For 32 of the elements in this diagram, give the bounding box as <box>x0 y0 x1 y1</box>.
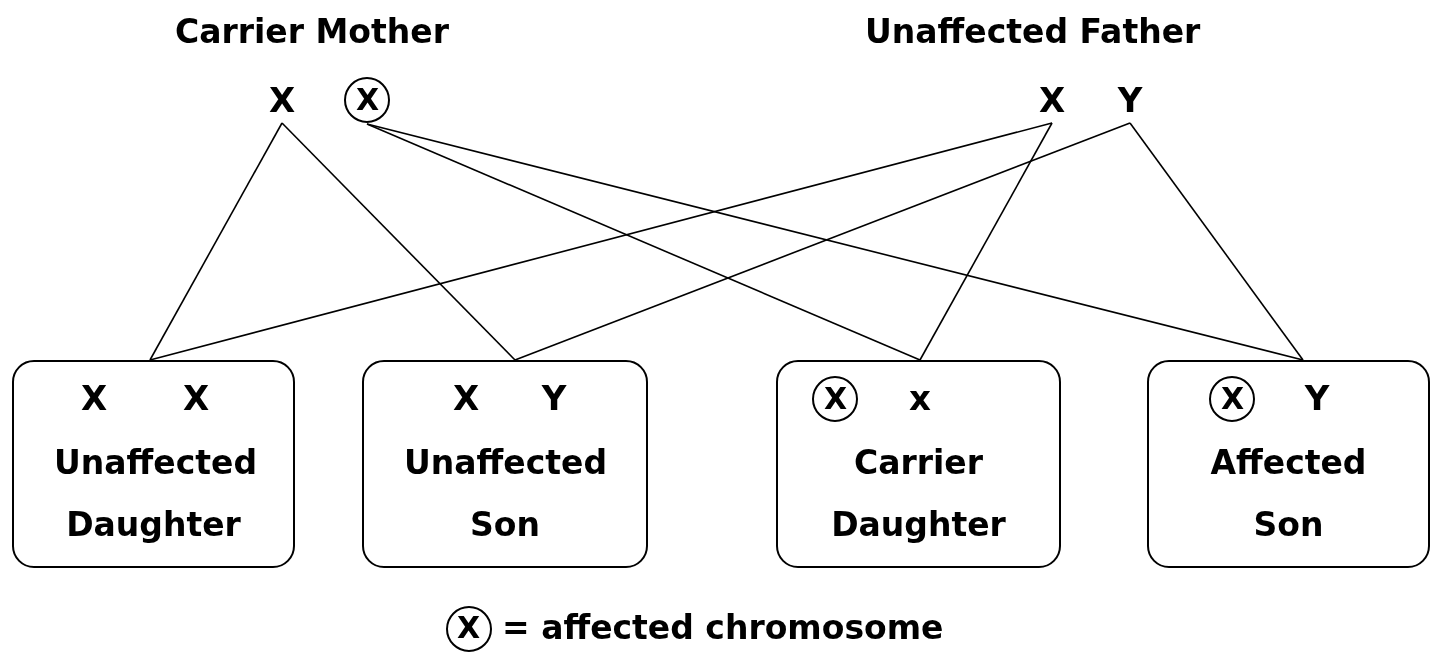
chromosome-label: X <box>72 376 116 420</box>
chromosome-label: X <box>444 376 488 420</box>
inheritance-line <box>366 123 1304 361</box>
offspring-label: Unaffected Son <box>404 442 606 546</box>
offspring-box <box>776 360 1061 568</box>
offspring-box <box>12 360 295 568</box>
chromosome-label: X <box>455 609 482 647</box>
offspring-box <box>1147 360 1430 568</box>
inheritance-line <box>149 122 283 361</box>
inheritance-line <box>919 122 1053 361</box>
parent-label: Carrier Mother <box>175 12 449 51</box>
chromosome-label: X <box>346 79 389 120</box>
offspring-box <box>362 360 648 568</box>
chromosome-label: x <box>898 376 942 420</box>
chromosome-label: X <box>260 78 304 122</box>
chromosome-label: Y <box>532 376 576 420</box>
chromosome-label: Y <box>1108 78 1152 122</box>
offspring-label: Carrier Daughter <box>830 442 1007 546</box>
chromosome-label: Y <box>1295 376 1339 420</box>
chromosome-label: X <box>814 378 857 419</box>
offspring-label: Affected Son <box>1209 442 1368 546</box>
parent-label: Unaffected Father <box>865 12 1201 51</box>
inheritance-line <box>514 122 1131 361</box>
chromosome-label: X <box>1211 378 1254 419</box>
offspring-label: Unaffected Daughter <box>54 442 253 546</box>
legend-text: = affected chromosome <box>502 608 944 647</box>
chromosome-label: X <box>1030 78 1074 122</box>
inheritance-line <box>1129 122 1304 361</box>
inheritance-line <box>281 122 516 361</box>
inheritance-line <box>366 123 921 361</box>
inheritance-line <box>149 122 1053 361</box>
chromosome-label: X <box>174 376 218 420</box>
